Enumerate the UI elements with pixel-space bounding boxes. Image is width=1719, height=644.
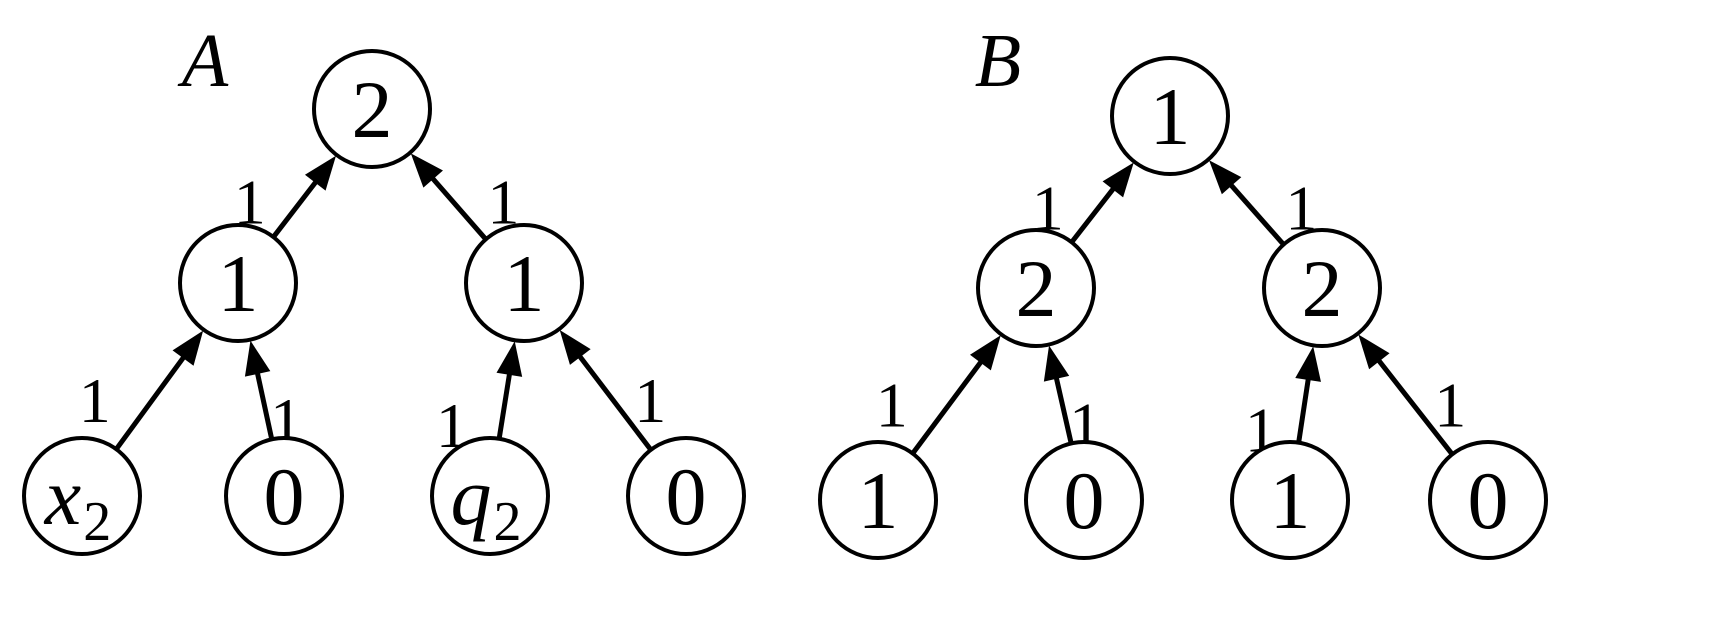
node-a-leaf-3: q2 (430, 436, 550, 556)
node-label: 1 (1270, 455, 1311, 546)
node-b-mid-left: 2 (976, 228, 1096, 348)
node-label: 0 (666, 451, 707, 542)
arrow-head-icon (970, 335, 1001, 371)
arrow-head-icon (1209, 160, 1242, 195)
node-circle (976, 228, 1096, 348)
node-label: 1 (218, 238, 259, 329)
edge-b-leaf-4-to-b-mid-right (1374, 356, 1455, 456)
node-circle (1024, 440, 1144, 560)
edge-weight-label: 1 (1434, 369, 1466, 440)
node-circle (312, 49, 432, 169)
arrow-head-icon (496, 341, 523, 377)
arrow-head-icon (1102, 162, 1134, 198)
node-circle (1262, 228, 1382, 348)
node-label: 2 (1302, 243, 1343, 334)
arrow-head-icon (1358, 334, 1390, 370)
node-label: 0 (264, 451, 305, 542)
node-a-root: 2 (312, 49, 432, 169)
tree-title-a: A (177, 19, 229, 103)
node-label: q2 (451, 451, 522, 553)
edge-a-leaf-4-to-a-mid-right (575, 352, 653, 452)
node-label: 0 (1064, 455, 1105, 546)
node-b-leaf-2: 0 (1024, 440, 1144, 560)
node-a-leaf-1: x2 (22, 436, 142, 556)
node-circle (22, 436, 142, 556)
edge-a-leaf-1-to-a-mid-left (114, 353, 188, 451)
node-a-leaf-4: 0 (626, 436, 746, 556)
arrow-head-icon (304, 155, 337, 191)
edge-b-mid-left-to-b-root (1069, 184, 1118, 244)
node-label: 1 (858, 455, 899, 546)
edge-b-leaf-3-to-b-mid-right (1296, 375, 1312, 444)
arrow-head-icon (172, 330, 204, 366)
arrow-head-icon (244, 340, 271, 377)
arrow-head-icon (1043, 345, 1070, 382)
edge-b-mid-right-to-b-root (1227, 181, 1286, 247)
node-circle (178, 223, 298, 343)
node-a-mid-right: 1 (464, 223, 584, 343)
edge-weight-label: 1 (876, 369, 908, 440)
node-label: 1 (504, 238, 545, 329)
node-circle (1428, 440, 1548, 560)
node-circle (626, 436, 746, 556)
node-label: 1 (1150, 71, 1191, 162)
node-circle (430, 436, 550, 556)
node-b-leaf-1: 1 (818, 440, 938, 560)
edge-b-leaf-1-to-b-mid-left (910, 357, 985, 455)
node-circle (1110, 56, 1230, 176)
node-label: 0 (1468, 455, 1509, 546)
node-b-leaf-4: 0 (1428, 440, 1548, 560)
arrow-head-icon (1295, 346, 1321, 382)
edge-b-leaf-2-to-b-mid-left (1053, 374, 1074, 444)
node-circle (224, 436, 344, 556)
node-b-mid-right: 2 (1262, 228, 1382, 348)
node-circle (1230, 440, 1350, 560)
arrow-head-icon (559, 329, 591, 365)
edge-a-leaf-2-to-a-mid-left (254, 369, 275, 440)
node-label: 2 (352, 64, 393, 155)
edge-weight-label: 1 (634, 365, 666, 436)
node-a-mid-left: 1 (178, 223, 298, 343)
node-label: x2 (44, 451, 111, 553)
tree-title-b: B (975, 19, 1021, 103)
edge-weight-label: 1 (79, 365, 111, 436)
node-a-leaf-2: 0 (224, 436, 344, 556)
edge-a-mid-left-to-a-root (271, 177, 320, 239)
node-circle (464, 223, 584, 343)
edge-a-leaf-3-to-a-mid-right (496, 370, 513, 440)
node-label: 2 (1016, 243, 1057, 334)
edge-a-mid-right-to-a-root (428, 174, 488, 241)
node-b-root: 1 (1110, 56, 1230, 176)
arrow-head-icon (410, 153, 443, 188)
node-circle (818, 440, 938, 560)
node-b-leaf-3: 1 (1230, 440, 1350, 560)
